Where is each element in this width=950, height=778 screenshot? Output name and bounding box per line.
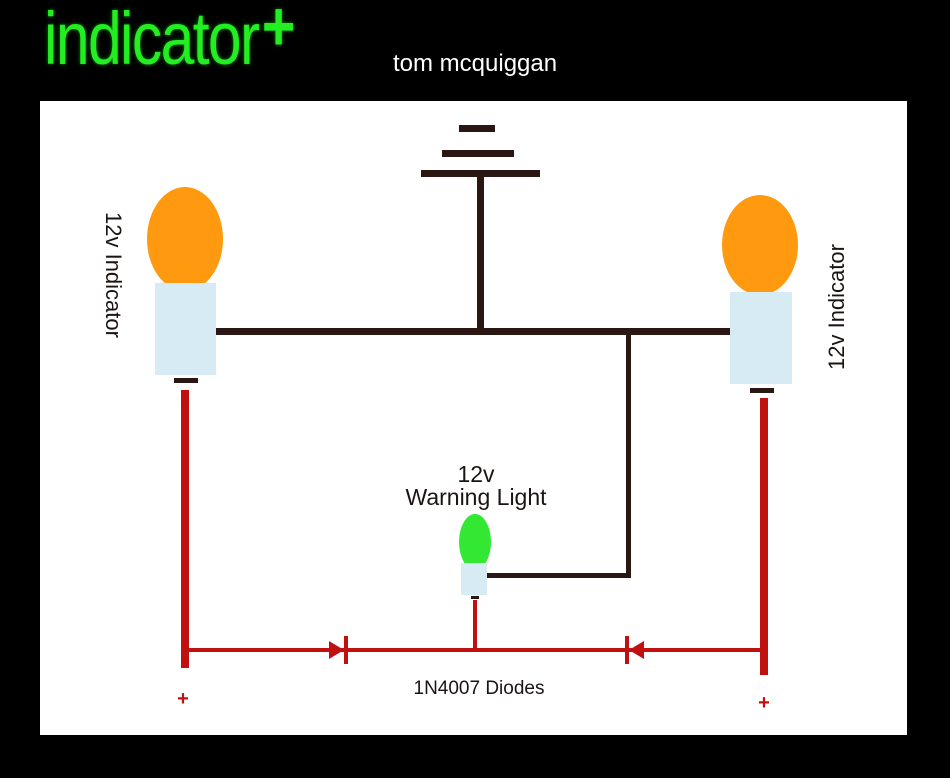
left-indicator-base [155, 283, 216, 375]
warning-positive-wire [473, 600, 477, 650]
left-indicator-bulb [147, 187, 223, 291]
right-indicator-base [730, 292, 792, 384]
app-title: indicator+ [44, 0, 296, 76]
warning-light-bulb [459, 514, 491, 570]
warning-light-base [461, 563, 487, 595]
warning-label-voltage: 12v [457, 461, 495, 487]
warning-ground-wire-vertical [626, 332, 631, 577]
ground-wire-vertical [477, 170, 484, 332]
warning-light-lamp [459, 514, 491, 599]
author-name: tom mcquiggan [393, 50, 558, 77]
right-indicator-terminal [750, 388, 774, 393]
warning-light-terminal [471, 596, 479, 599]
left-indicator-lamp [147, 187, 223, 383]
right-indicator-label: 12v Indicator [824, 244, 849, 370]
ground-symbol-icon [421, 125, 540, 177]
right-indicator-lamp [722, 195, 798, 393]
right-indicator-bulb [722, 195, 798, 295]
left-positive-wire [181, 390, 189, 668]
title-text: indicator [44, 0, 260, 80]
right-positive-wire [760, 398, 768, 675]
left-diode-icon [329, 636, 348, 664]
right-positive-terminal: + [758, 692, 770, 714]
warning-ground-wire-horizontal [486, 573, 631, 578]
left-positive-terminal: + [177, 688, 189, 710]
diode-label: 1N4007 Diodes [414, 678, 545, 699]
left-indicator-terminal [174, 378, 198, 383]
ground-bus-wire [215, 328, 733, 335]
right-diode-icon [625, 636, 644, 664]
title-plus: + [261, 0, 296, 65]
left-indicator-label: 12v Indicator [101, 212, 126, 338]
warning-label-name: Warning Light [405, 484, 547, 510]
